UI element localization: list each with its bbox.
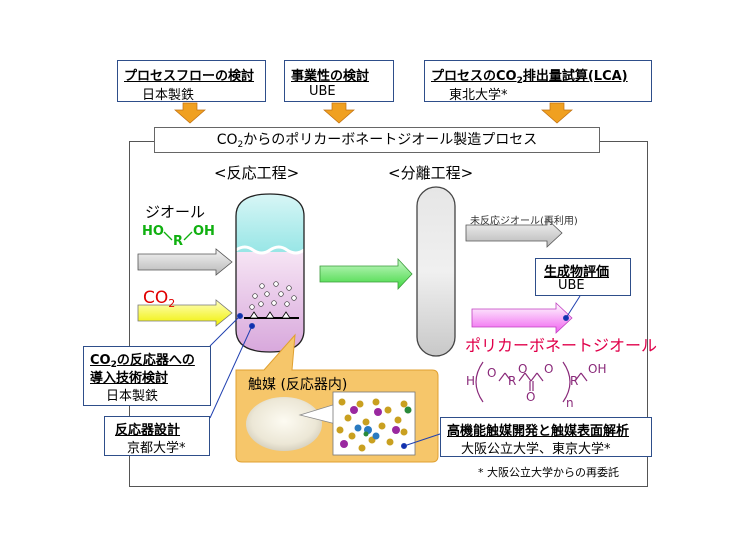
catalyst-particles bbox=[336, 398, 412, 452]
reaction-step-label: <反応工程> bbox=[214, 164, 300, 182]
catalyst-dev-org: 大阪公立大学、東京大学* bbox=[461, 442, 611, 457]
reactor-design-org: 京都大学* bbox=[127, 441, 186, 456]
co2-intro-line1: CO2の反応器への bbox=[90, 353, 195, 370]
product-eval-title: 生成物評価 bbox=[544, 265, 610, 280]
polymer-h: H bbox=[466, 374, 476, 388]
polymer-o1: O bbox=[487, 366, 497, 380]
lca-title: プロセスのCO2排出量試算(LCA) bbox=[431, 69, 628, 86]
polymer-o3: O bbox=[526, 390, 536, 404]
catalyst-powder bbox=[246, 397, 322, 451]
reactor-design-title: 反応器設計 bbox=[115, 423, 181, 438]
diol-formula: HO bbox=[142, 224, 164, 239]
footnote: * 大阪公立大学からの再委託 bbox=[478, 466, 619, 479]
unreacted-arrow bbox=[465, 218, 563, 248]
catalyst-label: 触媒 (反応器内) bbox=[248, 377, 348, 393]
polymer-oh: OH bbox=[588, 362, 607, 376]
polymer-r2: R bbox=[570, 374, 579, 388]
transfer-arrow bbox=[319, 257, 413, 291]
lca-box: プロセスのCO2排出量試算(LCA) 東北大学* bbox=[424, 60, 652, 103]
polymer-structure bbox=[475, 361, 588, 403]
process-flow-title: プロセスフローの検討 bbox=[124, 69, 255, 84]
co2-intro-box: CO2の反応器への 導入技術検討 日本製鉄 bbox=[83, 346, 211, 406]
diol-input-arrow bbox=[137, 248, 233, 276]
co2-intro-org: 日本製鉄 bbox=[106, 389, 159, 404]
co2-intro-line2: 導入技術検討 bbox=[90, 371, 169, 386]
feasibility-org: UBE bbox=[309, 84, 336, 99]
process-flow-org: 日本製鉄 bbox=[142, 88, 195, 103]
connector-lines bbox=[209, 295, 581, 449]
polymer-o4: O bbox=[544, 362, 554, 376]
reactor-design-box: 反応器設計 京都大学* bbox=[104, 416, 210, 456]
product-arrow bbox=[471, 302, 573, 334]
feasibility-box: 事業性の検討 UBE bbox=[284, 60, 394, 102]
process-title: CO2からのポリカーボネートジオール製造プロセス bbox=[216, 132, 538, 150]
diol-formula-bonds bbox=[163, 231, 193, 241]
diol-formula-oh: OH bbox=[193, 224, 215, 239]
separation-step-label: <分離工程> bbox=[388, 164, 474, 182]
co2-label: CO2 bbox=[143, 288, 176, 310]
polymer-n: n bbox=[566, 396, 574, 410]
diol-label: ジオール bbox=[145, 203, 206, 221]
polymer-o2: O bbox=[518, 362, 528, 376]
orange-arrow-1 bbox=[174, 102, 206, 124]
separation-column bbox=[416, 186, 456, 357]
catalyst-dev-box: 高機能触媒開発と触媒表面解析 大阪公立大学、東京大学* bbox=[440, 417, 652, 457]
process-title-box: CO2からのポリカーボネートジオール製造プロセス bbox=[154, 127, 600, 153]
orange-arrow-2 bbox=[323, 102, 355, 124]
diol-formula-r: R bbox=[173, 234, 184, 249]
catalyst-dev-title: 高機能触媒開発と触媒表面解析 bbox=[447, 424, 630, 439]
co2-input-arrow bbox=[137, 299, 233, 327]
polymer-r1: R bbox=[508, 374, 517, 388]
product-eval-box: 生成物評価 UBE bbox=[535, 258, 631, 296]
lca-org: 東北大学* bbox=[449, 88, 508, 103]
unreacted-label: 未反応ジオール(再利用) bbox=[470, 216, 578, 227]
orange-arrow-3 bbox=[541, 102, 573, 124]
product-name: ポリカーボネートジオール bbox=[465, 336, 658, 355]
feasibility-title: 事業性の検討 bbox=[291, 69, 370, 84]
process-flow-box: プロセスフローの検討 日本製鉄 bbox=[117, 60, 266, 103]
reactor-vessel bbox=[235, 193, 305, 353]
product-eval-org: UBE bbox=[558, 278, 585, 293]
